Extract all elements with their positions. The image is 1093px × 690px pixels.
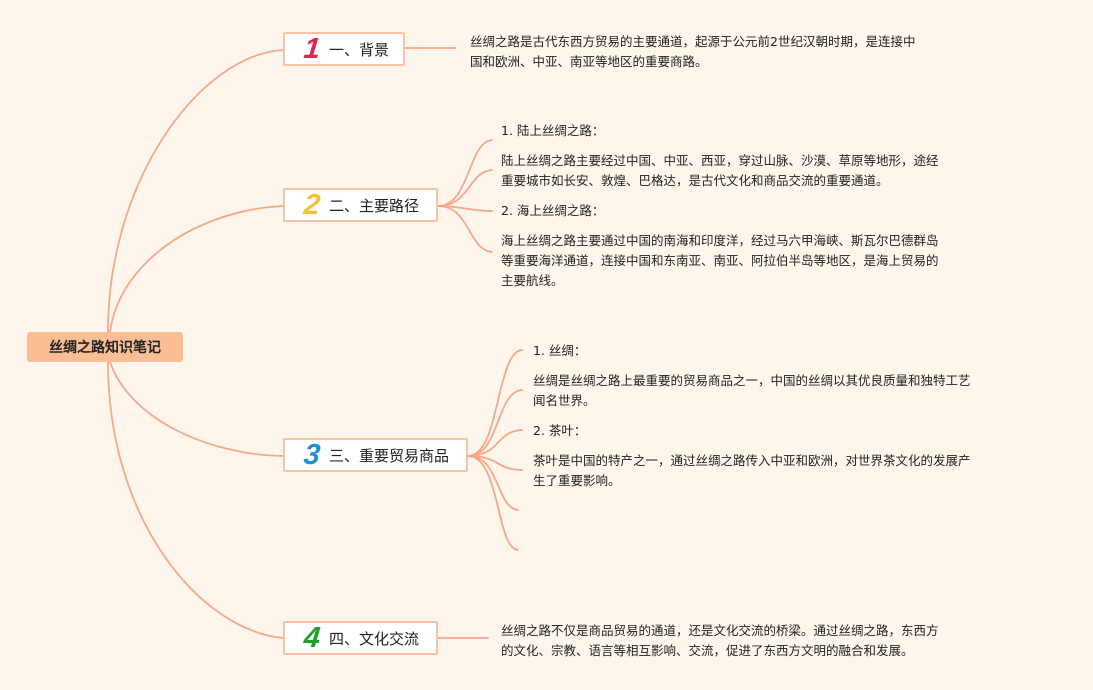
text-line: 生了重要影响。 — [533, 473, 621, 488]
topic-trade-goods[interactable]: 3 三、重要贸易商品 — [283, 438, 468, 472]
topic-main-routes[interactable]: 2 二、主要路径 — [283, 188, 438, 222]
topic-label: 二、主要路径 — [329, 196, 420, 215]
text-line: 海上丝绸之路主要通过中国的南海和印度洋，经过马六甲海峡、斯瓦尔巴德群岛 — [501, 233, 939, 248]
text-line: 茶叶是中国的特产之一，通过丝绸之路传入中亚和欧洲，对世界茶文化的发展产 — [533, 453, 971, 468]
topic-cultural-exchange-text: 丝绸之路不仅是商品贸易的通道，还是文化交流的桥梁。通过丝绸之路，东西方 的文化、… — [501, 621, 939, 661]
subtopic-text: 茶叶是中国的特产之一，通过丝绸之路传入中亚和欧洲，对世界茶文化的发展产 生了重要… — [533, 451, 971, 491]
number-2-badge: 2 — [302, 188, 322, 221]
link-root-topic-3 — [109, 361, 284, 457]
topic-label: 四、文化交流 — [329, 629, 420, 648]
subtopic-title-text: 2. 茶叶： — [533, 423, 587, 438]
subtopic-title[interactable]: 1. 陆上丝绸之路： — [501, 121, 604, 141]
subtopic-title[interactable]: 2. 海上丝绸之路： — [501, 201, 604, 221]
root-node[interactable]: 丝绸之路知识笔记 — [27, 332, 183, 362]
link-topic-3-a — [467, 349, 523, 457]
topic-cultural-exchange[interactable]: 4 四、文化交流 — [283, 621, 438, 655]
text-line: 丝绸之路不仅是商品贸易的通道，还是文化交流的桥梁。通过丝绸之路，东西方 — [501, 623, 939, 638]
subtopic-title[interactable]: 2. 茶叶： — [533, 421, 586, 441]
link-root-topic-1 — [107, 49, 284, 333]
link-root-topic-2 — [109, 205, 284, 333]
number-3-badge: 3 — [302, 438, 322, 471]
link-root-topic-4 — [107, 361, 284, 639]
link-topic-3-c — [467, 429, 523, 457]
subtopic-text: 丝绸是丝绸之路上最重要的贸易商品之一，中国的丝绸以其优良质量和独特工艺 闻名世界… — [533, 371, 971, 411]
subtopic-text: 海上丝绸之路主要通过中国的南海和印度洋，经过马六甲海峡、斯瓦尔巴德群岛 等重要海… — [501, 231, 939, 291]
topic-background-text: 丝绸之路是古代东西方贸易的主要通道，起源于公元前2世纪汉朝时期，是连接中 国和欧… — [470, 32, 915, 72]
subtopic-text: 陆上丝绸之路主要经过中国、中亚、西亚，穿过山脉、沙漠、草原等地形，途经 重要城市… — [501, 151, 939, 191]
text-line: 等重要海洋通道，连接中国和东南亚、南亚、阿拉伯半岛等地区，是海上贸易的 — [501, 253, 939, 268]
link-topic-2-b — [437, 169, 493, 207]
subtopic-title-text: 1. 丝绸： — [533, 343, 587, 358]
text-line: 国和欧洲、中亚、南亚等地区的重要商路。 — [470, 54, 708, 69]
number-1-badge: 1 — [302, 32, 322, 65]
text-line: 丝绸是丝绸之路上最重要的贸易商品之一，中国的丝绸以其优良质量和独特工艺 — [533, 373, 971, 388]
link-topic-2-d — [437, 205, 493, 253]
text-line: 重要城市如长安、敦煌、巴格达，是古代文化和商品交流的重要通道。 — [501, 173, 889, 188]
subtopic-title-text: 1. 陆上丝绸之路： — [501, 123, 605, 138]
subtopic-title[interactable]: 1. 丝绸： — [533, 341, 586, 361]
root-label: 丝绸之路知识笔记 — [49, 340, 161, 356]
text-line: 的文化、宗教、语言等相互影响、交流，促进了东西方文明的融合和发展。 — [501, 643, 914, 658]
text-line: 丝绸之路是古代东西方贸易的主要通道，起源于公元前2世纪汉朝时期，是连接中 — [470, 34, 916, 49]
link-topic-3-f — [467, 455, 519, 551]
topic-background[interactable]: 1 一、背景 — [283, 32, 405, 66]
text-line: 主要航线。 — [501, 273, 564, 288]
topic-label: 一、背景 — [329, 40, 390, 59]
subtopic-title-text: 2. 海上丝绸之路： — [501, 203, 605, 218]
link-topic-3-e — [467, 455, 519, 511]
link-topic-2-a — [437, 139, 493, 207]
text-line: 闻名世界。 — [533, 393, 596, 408]
link-topic-3-b — [467, 389, 523, 457]
text-line: 陆上丝绸之路主要经过中国、中亚、西亚，穿过山脉、沙漠、草原等地形，途经 — [501, 153, 939, 168]
topic-label: 三、重要贸易商品 — [329, 446, 450, 465]
number-4-badge: 4 — [302, 621, 322, 654]
